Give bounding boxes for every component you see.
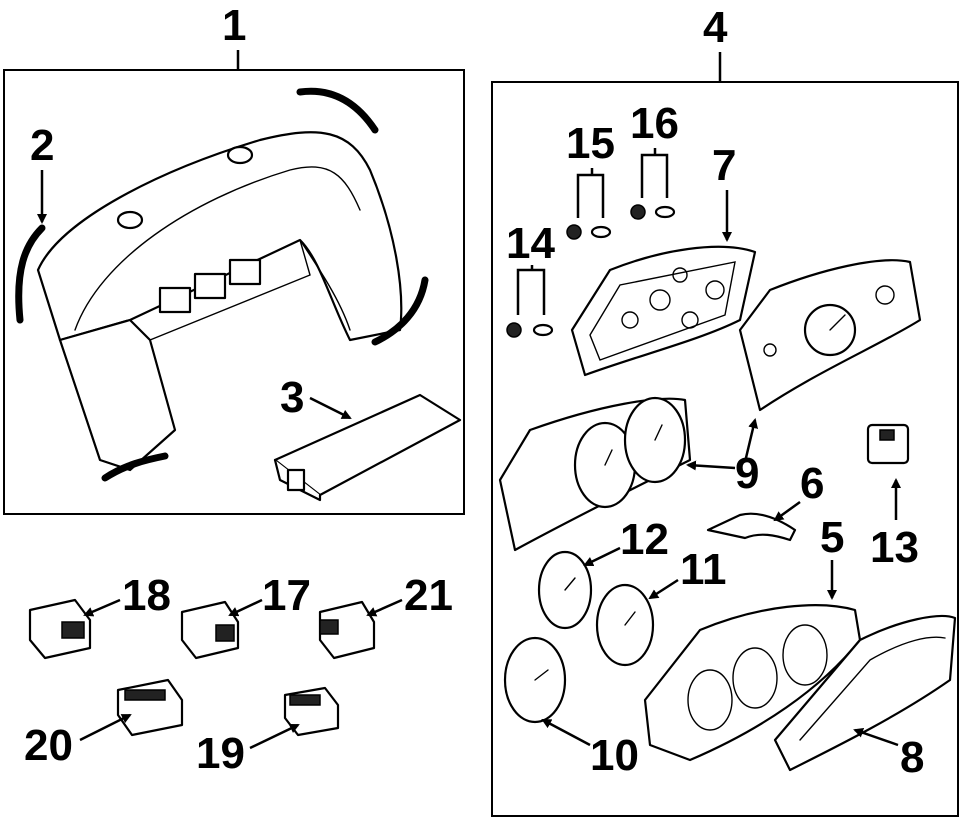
part-seal-strips xyxy=(15,87,429,482)
callout-9: 9 xyxy=(735,449,759,498)
part-gauge-12 xyxy=(537,550,593,630)
part-switch-20 xyxy=(116,678,184,737)
part-bracket xyxy=(706,512,797,542)
part-switch-18 xyxy=(28,598,92,660)
part-gauge-11 xyxy=(595,583,655,667)
part-circuit-board xyxy=(738,259,922,412)
callout-11: 11 xyxy=(680,545,727,594)
part-cluster-hood xyxy=(36,131,403,472)
assembly-box-4 xyxy=(491,81,959,817)
part-switch-13 xyxy=(866,423,910,465)
callout-10: 10 xyxy=(590,731,639,780)
callout-12: 12 xyxy=(620,515,669,564)
part-lens xyxy=(773,615,957,772)
callout-5: 5 xyxy=(820,513,844,562)
callout-8: 8 xyxy=(900,733,924,782)
callout-14: 14 xyxy=(506,219,555,268)
part-bulbs-15 xyxy=(566,224,612,240)
leader-arrows xyxy=(37,148,901,750)
callout-6: 6 xyxy=(800,459,824,508)
callout-15: 15 xyxy=(566,119,615,168)
callout-1: 1 xyxy=(222,1,246,50)
callout-7: 7 xyxy=(712,141,736,190)
part-bulbs-14 xyxy=(506,322,554,338)
callout-21: 21 xyxy=(404,571,453,620)
callout-2: 2 xyxy=(30,121,54,170)
assembly-box-1 xyxy=(3,69,465,515)
part-switch-21 xyxy=(318,600,376,660)
part-cluster-housing xyxy=(570,245,757,377)
part-switch-19 xyxy=(283,686,340,737)
part-trim-panel xyxy=(273,393,462,502)
part-gauge-face xyxy=(498,396,692,552)
part-switch-17 xyxy=(180,600,240,660)
part-bulbs-16 xyxy=(630,204,676,220)
callout-19: 19 xyxy=(196,729,245,778)
callout-13: 13 xyxy=(870,523,919,572)
callout-18: 18 xyxy=(122,571,171,620)
callout-17: 17 xyxy=(262,571,311,620)
callout-16: 16 xyxy=(630,99,679,148)
callout-20: 20 xyxy=(24,721,73,770)
callout-3: 3 xyxy=(280,373,304,422)
part-gauge-10 xyxy=(503,636,567,724)
callout-4: 4 xyxy=(703,3,728,52)
